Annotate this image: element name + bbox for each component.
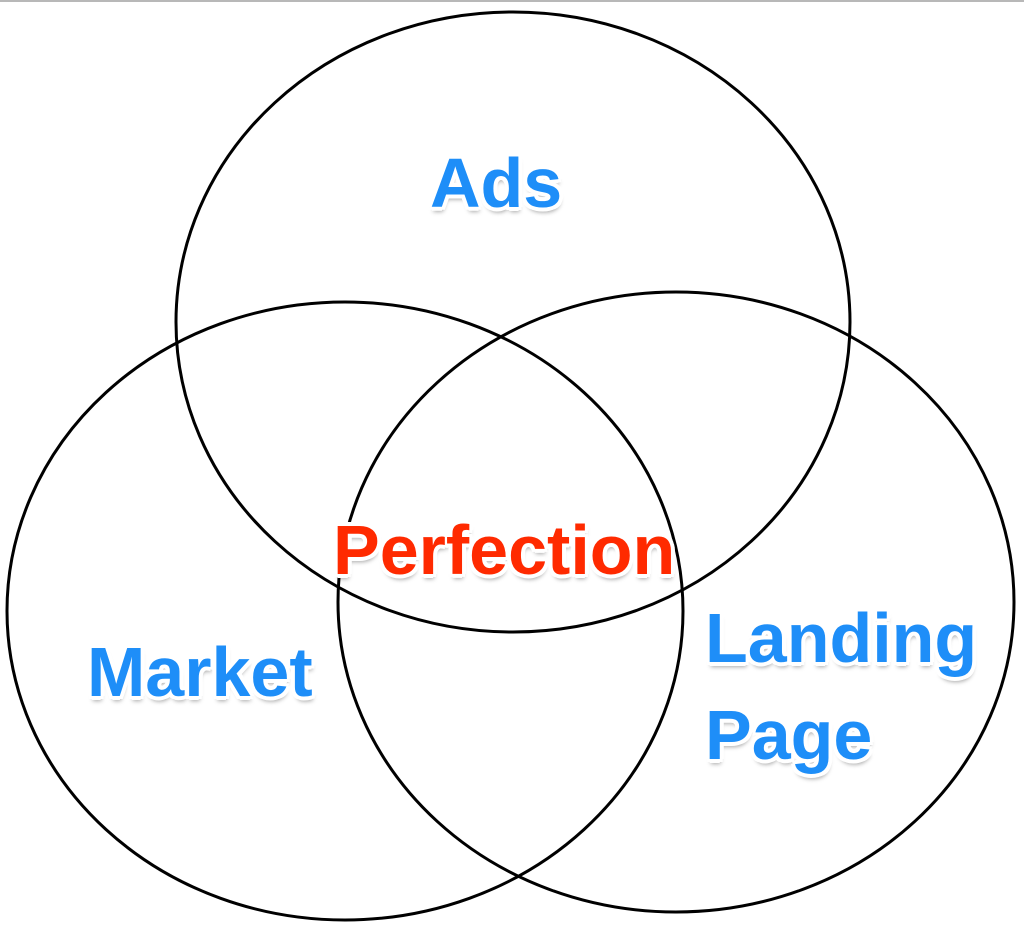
ads-label: Ads: [430, 144, 563, 222]
perfection-label: Perfection: [333, 511, 676, 589]
market-label: Market: [87, 633, 313, 711]
ads-circle: [174, 10, 852, 634]
market-circle: [5, 300, 685, 922]
landing-page-circle: [336, 290, 1016, 914]
top-border: [0, 0, 1024, 2]
landing-label: Landing: [705, 599, 978, 677]
page-label: Page: [705, 696, 873, 774]
